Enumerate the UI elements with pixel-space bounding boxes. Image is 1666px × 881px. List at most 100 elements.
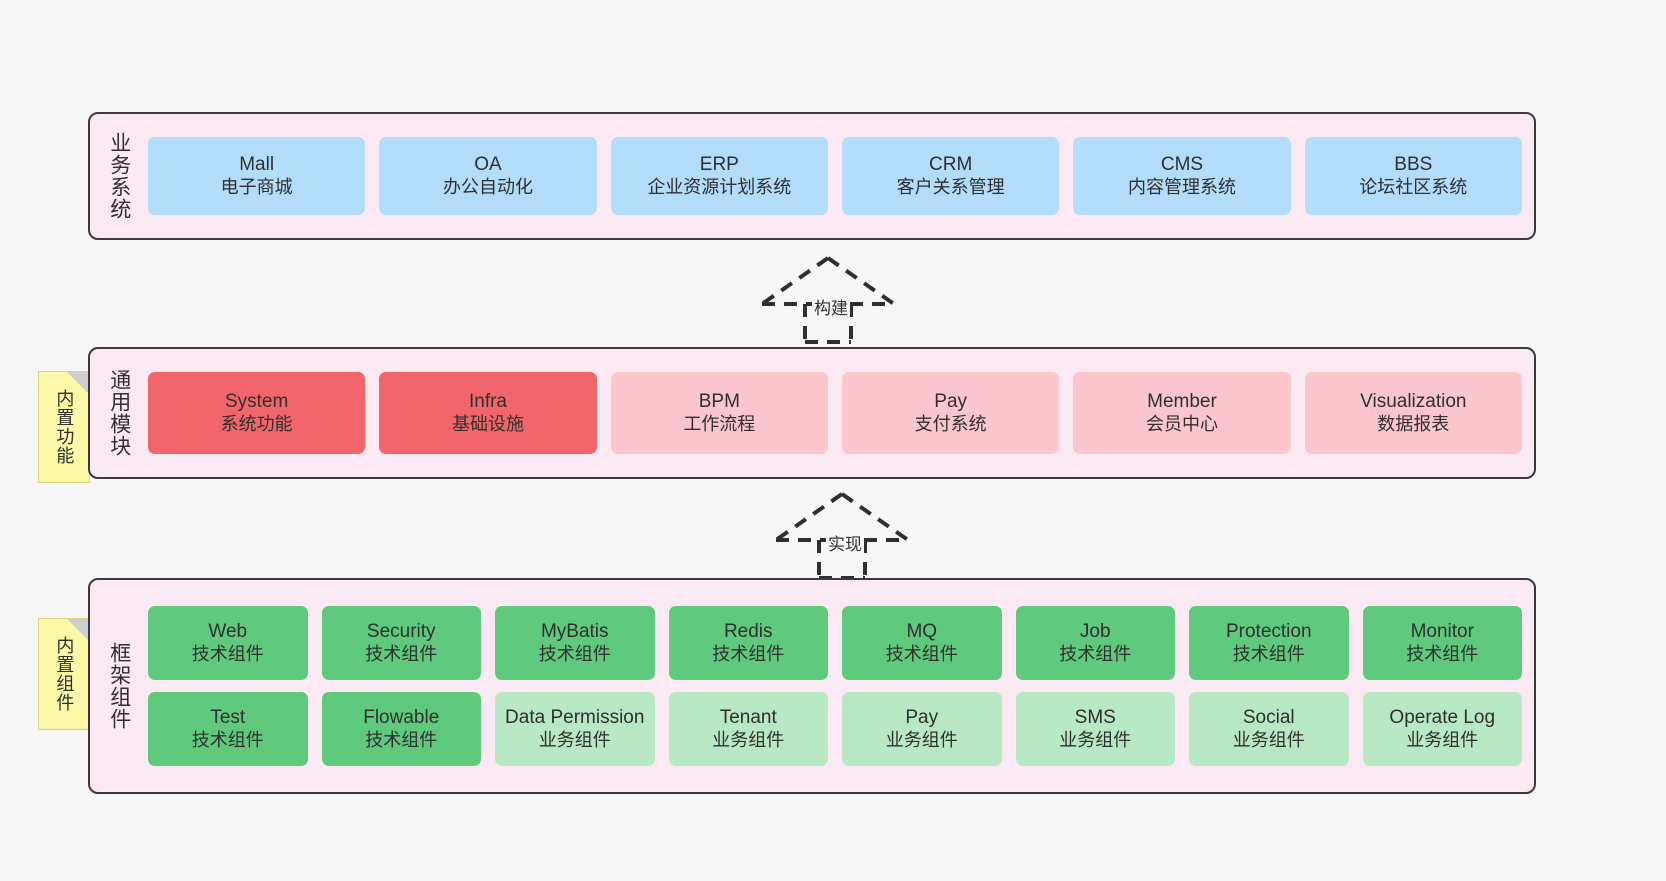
node-member-en: Member [1147,391,1217,413]
node-job-en: Job [1079,621,1111,643]
node-mall-cn: 电子商城 [220,176,293,197]
node-data-permission-cn: 业务组件 [538,729,611,750]
node-pay-module-en: Pay [934,391,968,413]
node-bbs[interactable]: BBS 论坛社区系统 [1304,137,1522,215]
node-oa[interactable]: OA 办公自动化 [379,137,597,215]
node-security-en: Security [366,621,436,643]
node-web-cn: 技术组件 [191,643,264,664]
connector-build-label: 构建 [812,294,850,319]
node-social[interactable]: Social 业务组件 [1189,692,1349,766]
node-infra-cn: 基础设施 [451,413,524,434]
node-pay-module[interactable]: Pay 支付系统 [841,372,1060,454]
node-protection-en: Protection [1225,621,1312,643]
layer-common-modules-label: 通用模块 [107,369,131,457]
node-cms-cn: 内容管理系统 [1127,176,1236,197]
node-flowable[interactable]: Flowable 技术组件 [321,692,481,766]
note-builtin-components: 内置组件 [38,618,90,730]
node-member-cn: 会员中心 [1145,413,1218,434]
node-tenant-cn: 业务组件 [712,729,785,750]
layer-business-systems-label: 业务系统 [107,132,131,220]
node-mybatis-cn: 技术组件 [538,643,611,664]
node-cms[interactable]: CMS 内容管理系统 [1073,137,1291,215]
node-bpm-en: BPM [698,391,740,413]
node-visualization[interactable]: Visualization 数据报表 [1304,372,1522,454]
node-web[interactable]: Web 技术组件 [148,606,308,680]
layer-framework-components: 框架组件 Web 技术组件 Security 技术组件 MyBatis 技术组件… [88,578,1536,794]
node-mq-en: MQ [906,621,938,643]
node-erp-cn: 企业资源计划系统 [647,176,792,197]
node-security[interactable]: Security 技术组件 [321,606,481,680]
node-crm-cn: 客户关系管理 [896,176,1005,197]
node-job-cn: 技术组件 [1059,643,1132,664]
node-redis-cn: 技术组件 [712,643,785,664]
node-job[interactable]: Job 技术组件 [1015,606,1175,680]
note-builtin-functions-text: 内置功能 [54,389,75,465]
node-protection-cn: 技术组件 [1232,643,1305,664]
node-web-en: Web [208,621,248,643]
node-operate-log-en: Operate Log [1389,707,1496,729]
node-erp-en: ERP [699,154,739,176]
business-systems-nodes: Mall 电子商城 OA 办公自动化 ERP 企业资源计划系统 CRM 客户关系… [136,124,1522,228]
node-crm[interactable]: CRM 客户关系管理 [841,137,1060,215]
note-builtin-functions: 内置功能 [38,371,90,483]
node-test-cn: 技术组件 [191,729,264,750]
common-modules-nodes: System 系统功能 Infra 基础设施 BPM 工作流程 Pay 支付系统… [136,359,1522,467]
layer-common-modules: 通用模块 System 系统功能 Infra 基础设施 BPM 工作流程 Pay… [88,347,1536,479]
node-security-cn: 技术组件 [365,643,438,664]
node-visualization-en: Visualization [1360,391,1467,413]
node-social-en: Social [1242,707,1295,729]
node-protection[interactable]: Protection 技术组件 [1189,606,1349,680]
node-system-en: System [224,391,289,413]
layer-framework-components-label: 框架组件 [107,642,131,730]
node-mall[interactable]: Mall 电子商城 [148,137,366,215]
node-pay-component-en: Pay [905,707,939,729]
node-bbs-cn: 论坛社区系统 [1359,176,1468,197]
node-bbs-en: BBS [1394,154,1433,176]
node-system-cn: 系统功能 [220,413,293,434]
node-operate-log[interactable]: Operate Log 业务组件 [1362,692,1522,766]
node-monitor-cn: 技术组件 [1406,643,1479,664]
layer-business-systems: 业务系统 Mall 电子商城 OA 办公自动化 ERP 企业资源计划系统 CRM… [88,112,1536,240]
node-erp[interactable]: ERP 企业资源计划系统 [610,137,828,215]
framework-row-tech: Web 技术组件 Security 技术组件 MyBatis 技术组件 Redi… [148,606,1522,680]
node-crm-en: CRM [929,154,973,176]
node-test[interactable]: Test 技术组件 [148,692,308,766]
note-builtin-components-text: 内置组件 [54,636,75,712]
node-tenant-en: Tenant [719,707,777,729]
node-cms-en: CMS [1160,154,1204,176]
node-bpm[interactable]: BPM 工作流程 [610,372,828,454]
node-infra[interactable]: Infra 基础设施 [379,372,597,454]
node-flowable-en: Flowable [363,707,440,729]
node-monitor[interactable]: Monitor 技术组件 [1362,606,1522,680]
node-redis[interactable]: Redis 技术组件 [668,606,828,680]
node-oa-en: OA [474,154,502,176]
node-test-en: Test [210,707,246,729]
node-sms[interactable]: SMS 业务组件 [1015,692,1175,766]
node-data-permission-en: Data Permission [505,707,645,729]
framework-row-business: Test 技术组件 Flowable 技术组件 Data Permission … [148,692,1522,766]
node-mybatis[interactable]: MyBatis 技术组件 [495,606,655,680]
node-sms-en: SMS [1074,707,1116,729]
connector-implement-label: 实现 [826,530,864,555]
node-redis-en: Redis [723,621,773,643]
node-data-permission[interactable]: Data Permission 业务组件 [495,692,655,766]
node-sms-cn: 业务组件 [1059,729,1132,750]
node-infra-en: Infra [468,391,507,413]
node-visualization-cn: 数据报表 [1377,413,1450,434]
node-oa-cn: 办公自动化 [442,176,533,197]
node-mall-en: Mall [239,154,275,176]
node-system[interactable]: System 系统功能 [148,372,366,454]
node-bpm-cn: 工作流程 [683,413,756,434]
node-pay-module-cn: 支付系统 [914,413,987,434]
node-tenant[interactable]: Tenant 业务组件 [668,692,828,766]
node-operate-log-cn: 业务组件 [1406,729,1479,750]
framework-components-grid: Web 技术组件 Security 技术组件 MyBatis 技术组件 Redi… [136,590,1522,782]
node-social-cn: 业务组件 [1232,729,1305,750]
node-mq-cn: 技术组件 [885,643,958,664]
node-monitor-en: Monitor [1410,621,1474,643]
node-member[interactable]: Member 会员中心 [1073,372,1291,454]
node-pay-component-cn: 业务组件 [885,729,958,750]
node-mq[interactable]: MQ 技术组件 [842,606,1002,680]
node-pay-component[interactable]: Pay 业务组件 [842,692,1002,766]
